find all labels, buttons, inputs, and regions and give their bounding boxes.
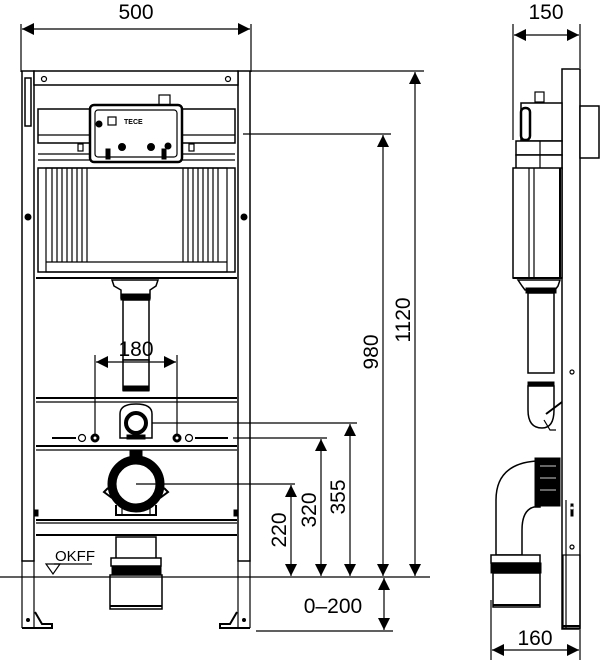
dim-label-0-200: 0–200 [304, 595, 362, 618]
front-view: 500 [20, 1, 252, 629]
dimension-spacing-180: 180 [94, 338, 178, 436]
side-view: 150 [490, 1, 600, 660]
dimension-320: 320 [298, 439, 327, 576]
mounting-crossbar [36, 397, 237, 451]
side-cistern [512, 91, 563, 431]
floor-label-okff: OKFF [55, 548, 95, 565]
drain-pipe [109, 536, 163, 610]
dimension-980: 980 [360, 135, 389, 576]
cistern-ribs-right [182, 168, 219, 262]
dim-label-980: 980 [360, 334, 383, 369]
drain-connection [102, 449, 170, 516]
dimension-depth-160: 160 [490, 600, 581, 660]
side-drain-bend [490, 457, 561, 608]
cistern: TECE [36, 94, 237, 279]
dimension-1120: 1120 [392, 72, 421, 576]
vertical-dimensions: 1120 980 355 320 220 0–200 [268, 72, 421, 630]
dim-label-500: 500 [118, 1, 153, 24]
dim-label-180: 180 [118, 338, 153, 361]
cistern-ribs-left [51, 168, 88, 262]
flush-pipe [110, 279, 160, 392]
dim-label-160: 160 [517, 627, 552, 650]
dim-label-320: 320 [298, 492, 321, 527]
dim-label-220: 220 [268, 512, 291, 547]
dimension-depth-150: 150 [512, 1, 581, 140]
dim-label-150: 150 [528, 1, 563, 24]
dimension-width-500: 500 [20, 1, 252, 72]
dimension-0-200: 0–200 [304, 578, 390, 630]
brand-mark: TECE [124, 119, 143, 126]
dimension-355: 355 [327, 424, 356, 576]
dim-label-1120: 1120 [392, 297, 415, 342]
dimension-220: 220 [268, 485, 297, 576]
bottom-crossbar [36, 519, 237, 536]
dim-label-355: 355 [327, 479, 350, 514]
reference-lines [136, 70, 424, 632]
floor-level-marker: OKFF [44, 548, 95, 576]
